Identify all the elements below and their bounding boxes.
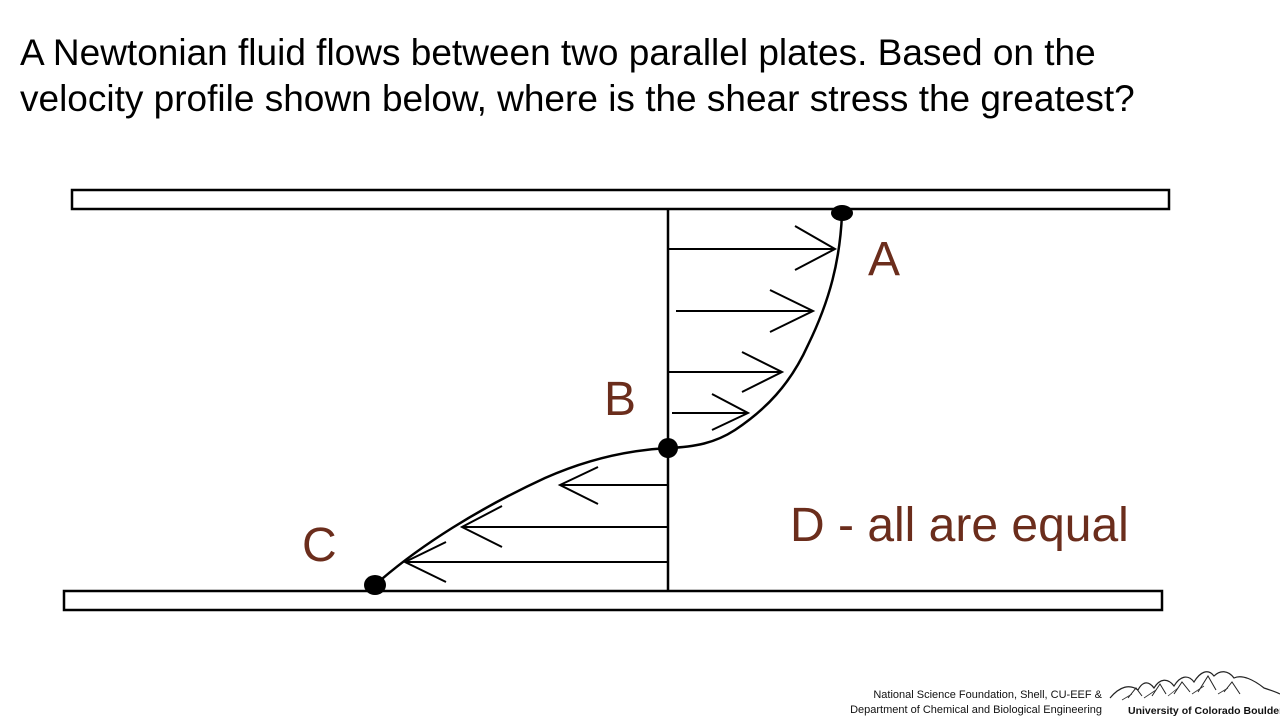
point-b-dot [658, 438, 678, 458]
flatirons-logo-icon [1109, 671, 1280, 701]
velocity-arrow [676, 289, 816, 333]
velocity-profile-curve [374, 213, 844, 586]
university-name: University of Colorado Boulder [1128, 705, 1280, 717]
question-text: A Newtonian fluid flows between two para… [20, 30, 1270, 122]
velocity-arrows-right [668, 225, 838, 431]
top-plate [70, 188, 1171, 211]
credits-line-1: National Science Foundation, Shell, CU-E… [873, 689, 1102, 701]
velocity-arrow [672, 393, 751, 431]
option-d-label: D - all are equal [790, 499, 1129, 552]
velocity-arrow [668, 225, 838, 271]
velocity-arrow [668, 351, 785, 393]
velocity-arrow [557, 466, 668, 505]
question-line-1: A Newtonian fluid flows between two para… [20, 32, 1096, 73]
velocity-arrow [459, 505, 668, 548]
velocity-arrows-left [402, 466, 668, 583]
credits-line-2: Department of Chemical and Biological En… [850, 704, 1102, 716]
credits: National Science Foundation, Shell, CU-E… [850, 688, 1102, 718]
bottom-plate [62, 589, 1164, 612]
point-a-dot [831, 205, 853, 221]
point-c-dot [364, 575, 386, 595]
velocity-arrow [402, 541, 668, 583]
option-a-label: A [868, 233, 901, 286]
question-line-2: velocity profile shown below, where is t… [20, 78, 1135, 119]
option-c-label: C [302, 519, 337, 572]
option-b-label: B [604, 373, 637, 426]
